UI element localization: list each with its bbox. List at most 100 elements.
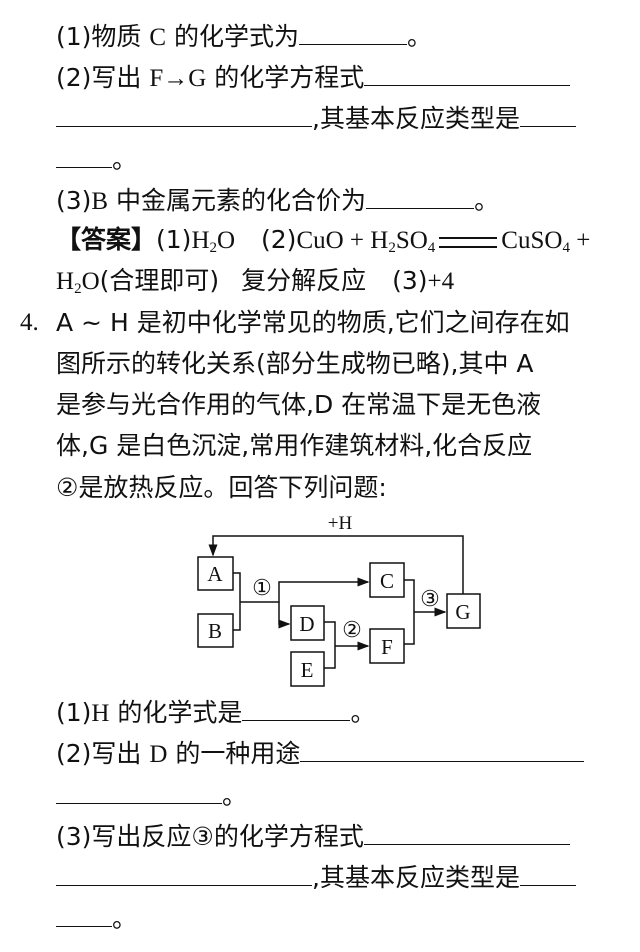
node-box — [197, 613, 234, 648]
text: 的化学式是 — [109, 698, 243, 727]
q3-part2-cont: ,其基本反应类型是 — [56, 102, 576, 136]
text: 。 — [112, 904, 138, 933]
stem-line: 图所示的转化关系(部分生成物已略),其中 A — [56, 349, 534, 378]
question-number: 4. — [20, 309, 39, 336]
answer-blank[interactable] — [56, 143, 112, 168]
answer-tag: 【答案】 — [56, 225, 157, 254]
node-b: B — [208, 619, 222, 643]
node-c: C — [380, 569, 394, 593]
stem-line: 是参与光合作用的气体,D 在常温下是无色液 — [56, 390, 542, 419]
text: H — [91, 700, 110, 727]
text: (2)写出 — [56, 63, 150, 92]
text: ,其基本反应类型是 — [312, 863, 520, 892]
text: C — [149, 24, 167, 51]
text: 2 — [209, 240, 218, 256]
text: 4 — [562, 240, 570, 256]
text: 4 — [427, 240, 436, 256]
answer-blank[interactable] — [300, 737, 585, 762]
connector — [404, 579, 415, 645]
answer-blank[interactable] — [56, 779, 222, 804]
text: (1) — [56, 698, 92, 727]
stem-line: 体,G 是白色沉淀,常用作建筑材料,化合反应 — [56, 431, 533, 460]
equals-sign — [439, 236, 498, 248]
text: CuO + H — [296, 227, 389, 254]
answer-blank[interactable] — [364, 61, 571, 86]
text: (3) — [56, 186, 92, 215]
text: 中金属元素的化合价为 — [108, 186, 367, 215]
text: (2) — [261, 225, 297, 254]
arrow-to-c — [240, 577, 370, 603]
text: B — [91, 188, 109, 215]
answer-blank[interactable] — [519, 861, 576, 886]
label-plus-h: +H — [328, 513, 353, 534]
q3-answer-line2: H2O(合理即可) 复分解反应 (3)+4 — [56, 264, 454, 298]
reaction-1-label: ① — [252, 575, 272, 600]
text: SO — [395, 227, 428, 254]
q3-part2-end: 。 — [56, 143, 137, 177]
q4-part2: (2)写出 D 的一种用途 — [56, 737, 585, 771]
node-box — [369, 628, 405, 664]
q4-part3-end: 。 — [56, 902, 137, 936]
text: H — [56, 268, 75, 295]
answer-blank[interactable] — [56, 902, 112, 927]
answer-blank[interactable] — [299, 20, 408, 45]
text: 的化学方程式 — [206, 63, 365, 92]
arrow-to-d — [278, 602, 291, 629]
q3-part2: (2)写出 F→G 的化学方程式 — [56, 61, 571, 95]
text: + — [569, 227, 591, 254]
node-e: E — [301, 658, 314, 682]
connector — [324, 621, 336, 669]
text: O — [81, 268, 100, 295]
node-a: A — [207, 562, 223, 586]
text: 。 — [474, 186, 500, 215]
text: CuSO — [501, 227, 563, 254]
answer-blank[interactable] — [242, 696, 351, 721]
text: +4 — [427, 268, 455, 295]
text: 2 — [74, 281, 82, 297]
q4-part2-end: 。 — [56, 779, 247, 813]
text: (1) — [156, 225, 192, 254]
text: (3) — [392, 266, 428, 295]
node-box — [369, 562, 405, 598]
text: (1)物质 — [56, 22, 150, 51]
q3-part3: (3)B 中金属元素的化合价为 。 — [56, 184, 499, 218]
text: 。 — [350, 698, 376, 727]
text: 的化学式为 — [166, 22, 300, 51]
answer-blank[interactable] — [363, 820, 570, 845]
answer-blank[interactable] — [366, 184, 475, 209]
reaction-3-label: ③ — [420, 586, 440, 611]
node-d: D — [299, 612, 314, 636]
stem-line: ②是放热反应。回答下列问题: — [56, 473, 387, 502]
q4-part3-cont: ,其基本反应类型是 — [56, 861, 576, 895]
node-box — [290, 605, 325, 641]
text: D — [149, 741, 168, 768]
text: 2 — [388, 240, 396, 256]
text: F→G — [149, 65, 207, 92]
q4-part3: (3)写出反应③的化学方程式 — [56, 820, 570, 854]
node-g: G — [455, 600, 470, 624]
node-f: F — [381, 635, 393, 659]
text: 。 — [222, 781, 248, 810]
text: (3)写出反应③的化学方程式 — [56, 822, 364, 851]
text: 复分解反应 — [241, 266, 367, 295]
answer-blank[interactable] — [56, 102, 312, 127]
q3-part1: (1)物质 C 的化学式为 。 — [56, 20, 432, 54]
connector — [233, 572, 241, 631]
text: 的一种用途 — [167, 739, 301, 768]
text: 。 — [407, 22, 433, 51]
text: (2)写出 — [56, 739, 150, 768]
arrow-g-to-a — [208, 535, 464, 594]
reaction-2-label: ② — [342, 617, 362, 642]
text: 。 — [112, 145, 138, 174]
node-box — [446, 593, 481, 629]
answer-blank[interactable] — [56, 861, 312, 886]
q4-part1: (1)H 的化学式是 。 — [56, 696, 375, 730]
answer-blank[interactable] — [519, 102, 576, 127]
text: O — [217, 227, 236, 254]
text: ,其基本反应类型是 — [312, 104, 520, 133]
text: H — [191, 227, 210, 254]
reaction-diagram: A B C D E F G +H ① ② ③ — [197, 513, 481, 687]
node-box — [197, 556, 234, 591]
